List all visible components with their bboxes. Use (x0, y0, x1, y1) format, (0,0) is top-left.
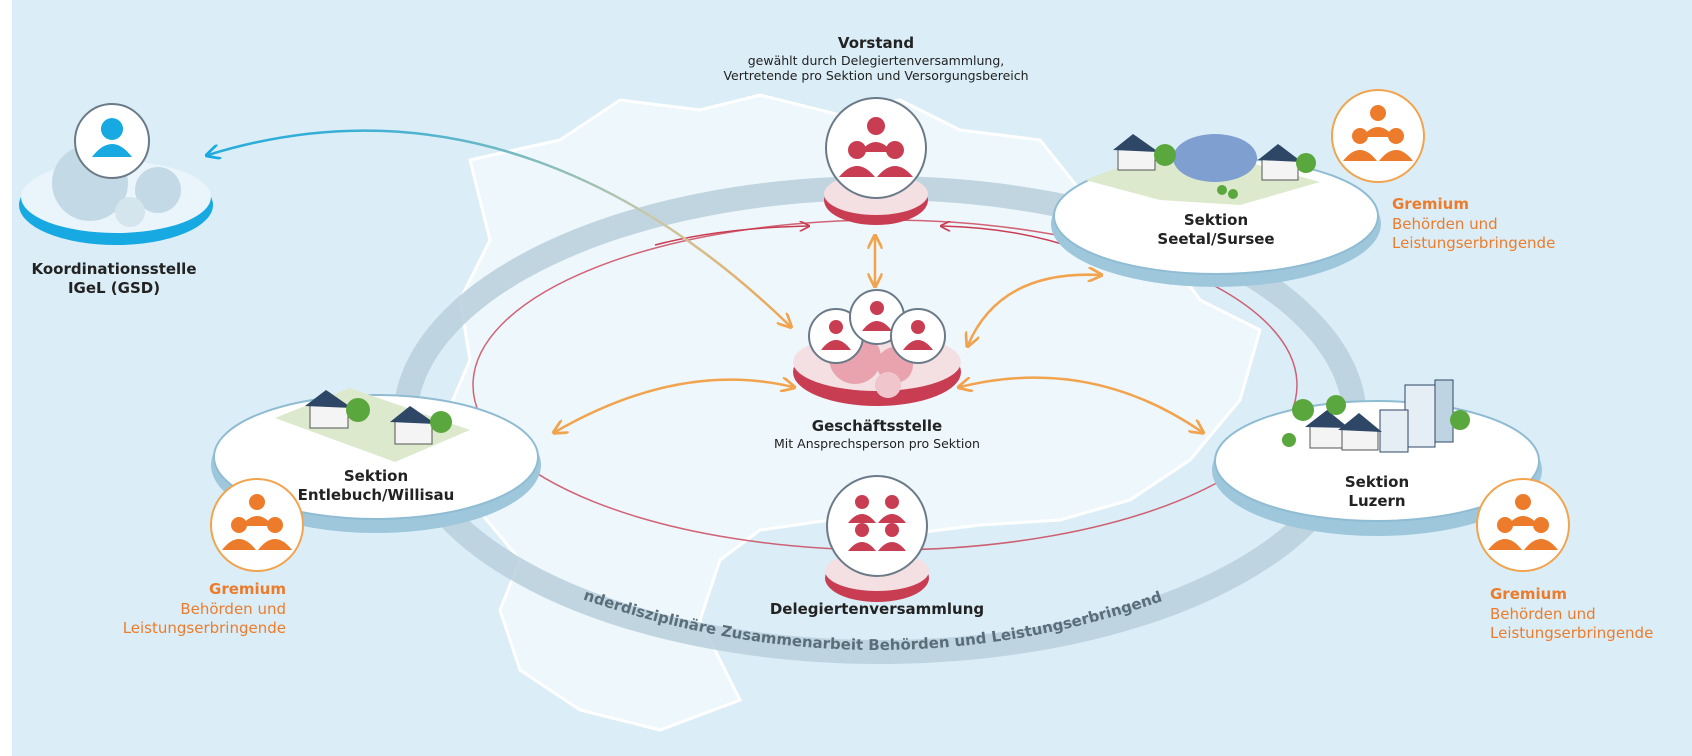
sektion-entlebuch-line1: Sektion (343, 467, 409, 485)
people-group-icon (848, 495, 906, 551)
gremium-luzern-line1: Behörden und (1490, 604, 1596, 623)
gremium-luzern-line2: Leistungserbringende (1490, 624, 1654, 642)
orange-connectors (555, 237, 1202, 432)
sektion-entlebuch-label: Sektion Entlebuch/Willisau (256, 467, 496, 505)
geschaeftsstelle-title: Geschäftsstelle (811, 417, 943, 435)
house-icon (390, 406, 436, 445)
sektion-seetal-line1: Sektion (1183, 211, 1249, 229)
gremium-seetal-icon (1331, 89, 1425, 183)
person-icon (890, 308, 946, 364)
koordination-line2: IGeL (GSD) (67, 278, 161, 297)
gremium-entlebuch-label: Gremium Behörden und Leistungserbringend… (26, 580, 286, 639)
koordination-line1: Koordinationsstelle (31, 260, 197, 278)
city-buildings-icon (1305, 379, 1454, 453)
delegierten-label: Delegiertenversammlung (727, 600, 1027, 619)
person-icon (92, 118, 132, 157)
geschaeftsstelle-node (793, 289, 961, 406)
gremium-luzern-title: Gremium (1490, 585, 1567, 603)
gremium-seetal-label: Gremium Behörden und Leistungserbringend… (1392, 195, 1652, 254)
gremium-seetal-title: Gremium (1392, 195, 1469, 213)
delegierten-title: Delegiertenversammlung (769, 600, 985, 618)
lake-shape (1173, 134, 1257, 182)
sektion-luzern-node (1212, 379, 1542, 536)
tree-icon (1282, 395, 1470, 447)
gremium-luzern-label: Gremium Behörden und Leistungserbringend… (1490, 585, 1686, 644)
house-icon (305, 390, 352, 429)
vorstand-line2: Vertretende pro Sektion und Versorgungsb… (723, 68, 1029, 84)
gremium-entlebuch-line1: Behörden und (180, 599, 286, 618)
sektion-entlebuch-line2: Entlebuch/Willisau (297, 485, 455, 504)
sektion-luzern-line2: Luzern (1348, 491, 1406, 510)
people-group-icon (839, 117, 913, 177)
vorstand-title: Vorstand (837, 34, 915, 52)
gremium-entlebuch-title: Gremium (209, 580, 286, 598)
sektion-seetal-line2: Seetal/Sursee (1157, 229, 1275, 248)
sektion-seetal-node (1051, 134, 1381, 287)
gremium-seetal-line2: Leistungserbringende (1392, 234, 1556, 252)
vorstand-node (824, 97, 928, 225)
koordination-node (19, 103, 213, 245)
house-icon (1113, 134, 1158, 171)
vorstand-line1: gewählt durch Delegiertenversammlung, (747, 52, 1005, 68)
person-icon (849, 289, 905, 345)
gremium-luzern-icon (1476, 478, 1570, 572)
geschaeftsstelle-label: Geschäftsstelle Mit Ansprechsperson pro … (697, 417, 1057, 451)
tree-icon (346, 398, 452, 433)
delegierten-node (825, 475, 929, 602)
geschaeftsstelle-subtitle: Mit Ansprechsperson pro Sektion (774, 435, 980, 451)
vorstand-label: Vorstand gewählt durch Delegiertenversam… (676, 34, 1076, 84)
koordination-connector (208, 129, 790, 326)
tree-icon (1154, 144, 1316, 199)
house-icon (1258, 144, 1302, 181)
gremium-entlebuch-line2: Leistungserbringende (122, 619, 286, 637)
koordination-label: Koordinationsstelle IGeL (GSD) (0, 260, 228, 298)
gremium-seetal-line1: Behörden und (1392, 214, 1498, 233)
gremium-entlebuch-icon (210, 478, 304, 572)
sektion-seetal-label: Sektion Seetal/Sursee (1116, 211, 1316, 249)
sektion-luzern-line1: Sektion (1344, 473, 1410, 491)
sektion-luzern-label: Sektion Luzern (1277, 473, 1477, 511)
